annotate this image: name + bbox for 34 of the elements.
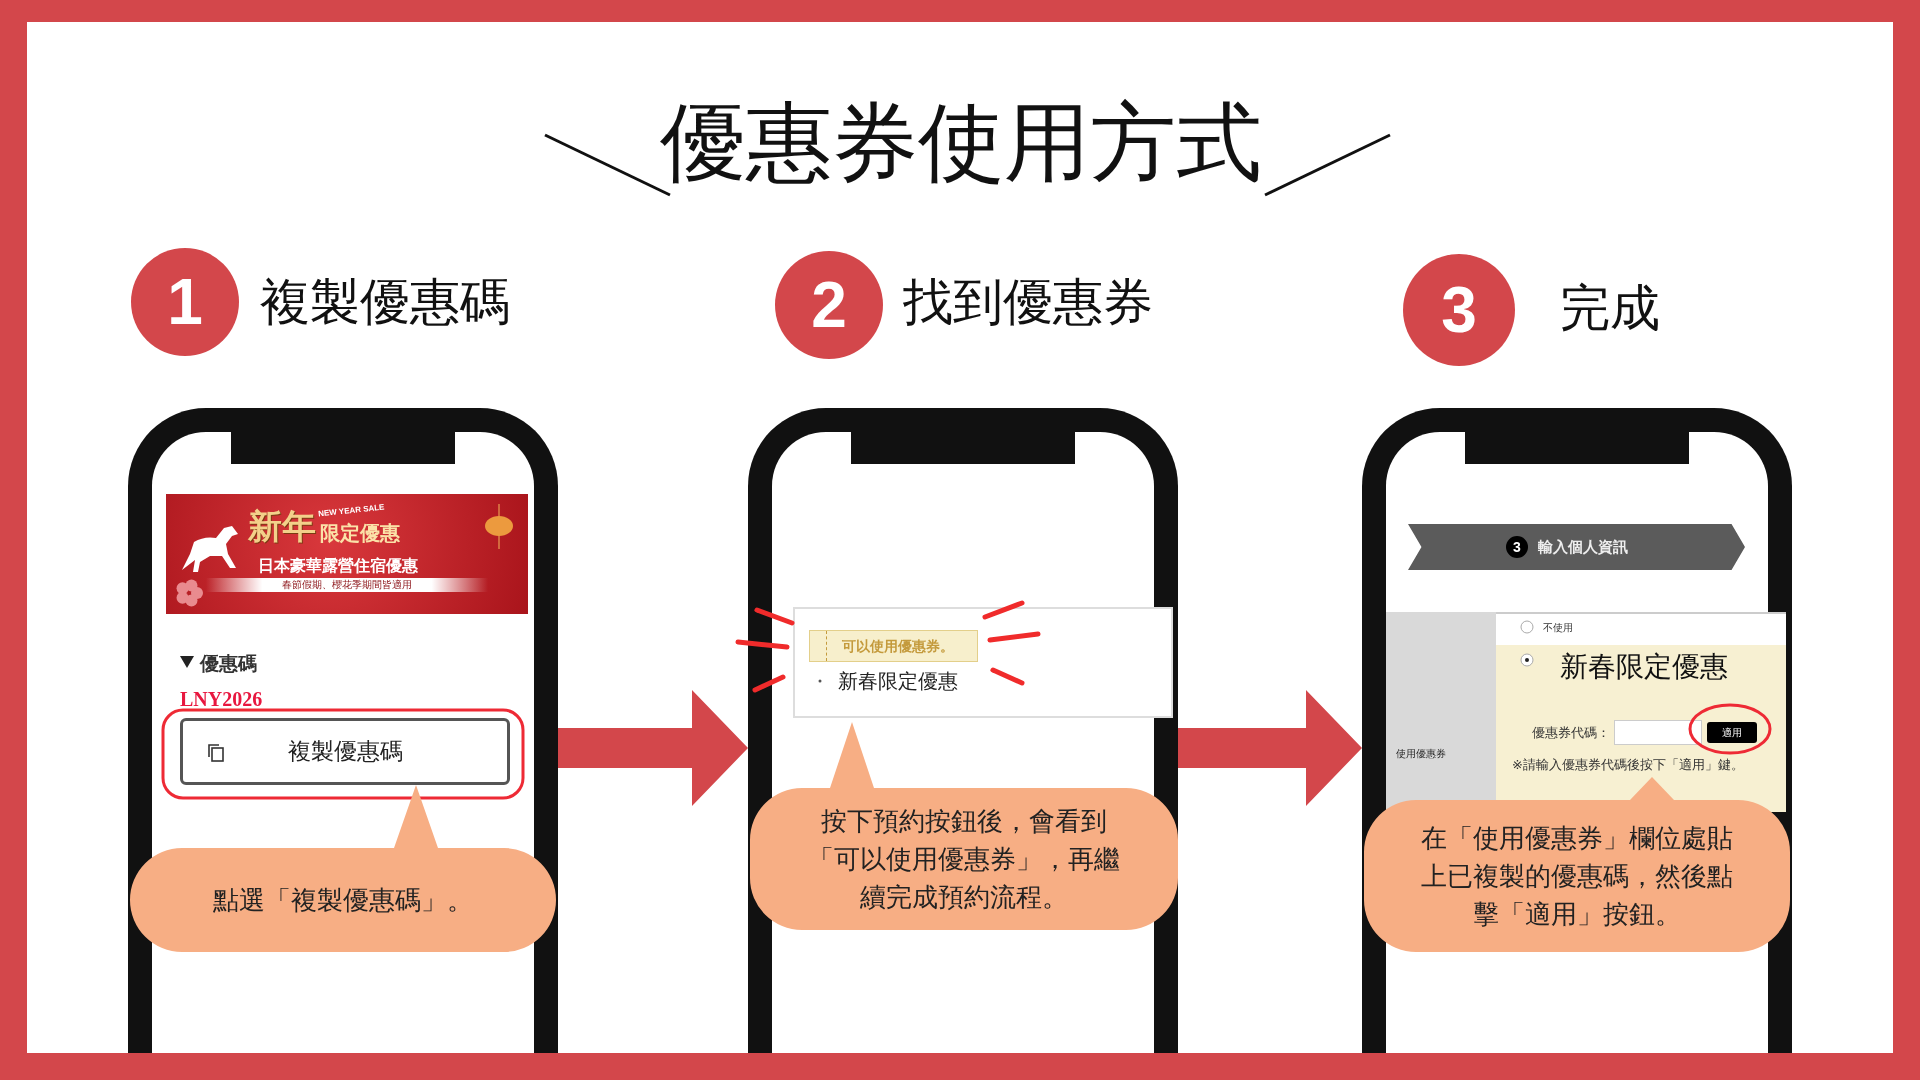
phone-frame xyxy=(748,408,1178,1053)
field-label: 優惠券代碼： xyxy=(1532,724,1610,742)
callout-text: 按下預約按鈕後，會看到「可以使用優惠券」，再繼續完成預約流程。 xyxy=(807,805,1121,914)
banner-text: 春節假期、櫻花季期間皆適用 xyxy=(206,578,488,592)
speech-bubble xyxy=(750,722,1178,930)
speech-bubble xyxy=(1364,777,1790,952)
speech-bubble xyxy=(130,785,556,952)
callout-text: 點選「複製優惠碼」。 xyxy=(212,884,474,917)
coupon-code: LNY2026 xyxy=(180,688,263,711)
step-number-badge: 3 xyxy=(1506,536,1528,558)
copy-button: 複製優惠碼 xyxy=(180,718,510,785)
callout-text: 在「使用優惠券」欄位處貼上已複製的優惠碼，然後點擊「適用」按鈕。 xyxy=(1420,822,1734,931)
step-heading: 找到優惠券 xyxy=(903,273,1153,332)
step-label: 輸入個人資訊 xyxy=(1538,537,1628,557)
phone-frame xyxy=(1362,408,1792,1053)
row-label: 使用優惠券 xyxy=(1396,747,1446,761)
phone-frame xyxy=(128,408,558,1053)
step-heading: 完成 xyxy=(1560,279,1660,338)
banner-text: 新年 xyxy=(248,506,316,547)
step-heading: 複製優惠碼 xyxy=(260,273,510,332)
banner-text: 限定優惠 xyxy=(320,521,400,546)
section-label: 優惠碼 xyxy=(200,652,257,676)
hint-text: ※請輸入優惠券代碼後按下「適用」鍵。 xyxy=(1512,756,1744,774)
block-arrow xyxy=(558,690,748,806)
coupon-tag: 可以使用優惠券。 xyxy=(809,630,978,662)
block-arrow xyxy=(1178,690,1362,806)
banner-text: 日本豪華露營住宿優惠 xyxy=(258,556,418,576)
apply-button: 適用 xyxy=(1707,722,1757,743)
coupon-name: 新春限定優惠 xyxy=(1560,650,1728,684)
banner-text: NEW YEAR SALE xyxy=(317,502,385,519)
coupon-name: 新春限定優惠 xyxy=(838,669,958,694)
option-label: 不使用 xyxy=(1543,621,1573,635)
title: 優惠券使用方式 xyxy=(660,93,1260,192)
promo-banner xyxy=(166,494,528,614)
